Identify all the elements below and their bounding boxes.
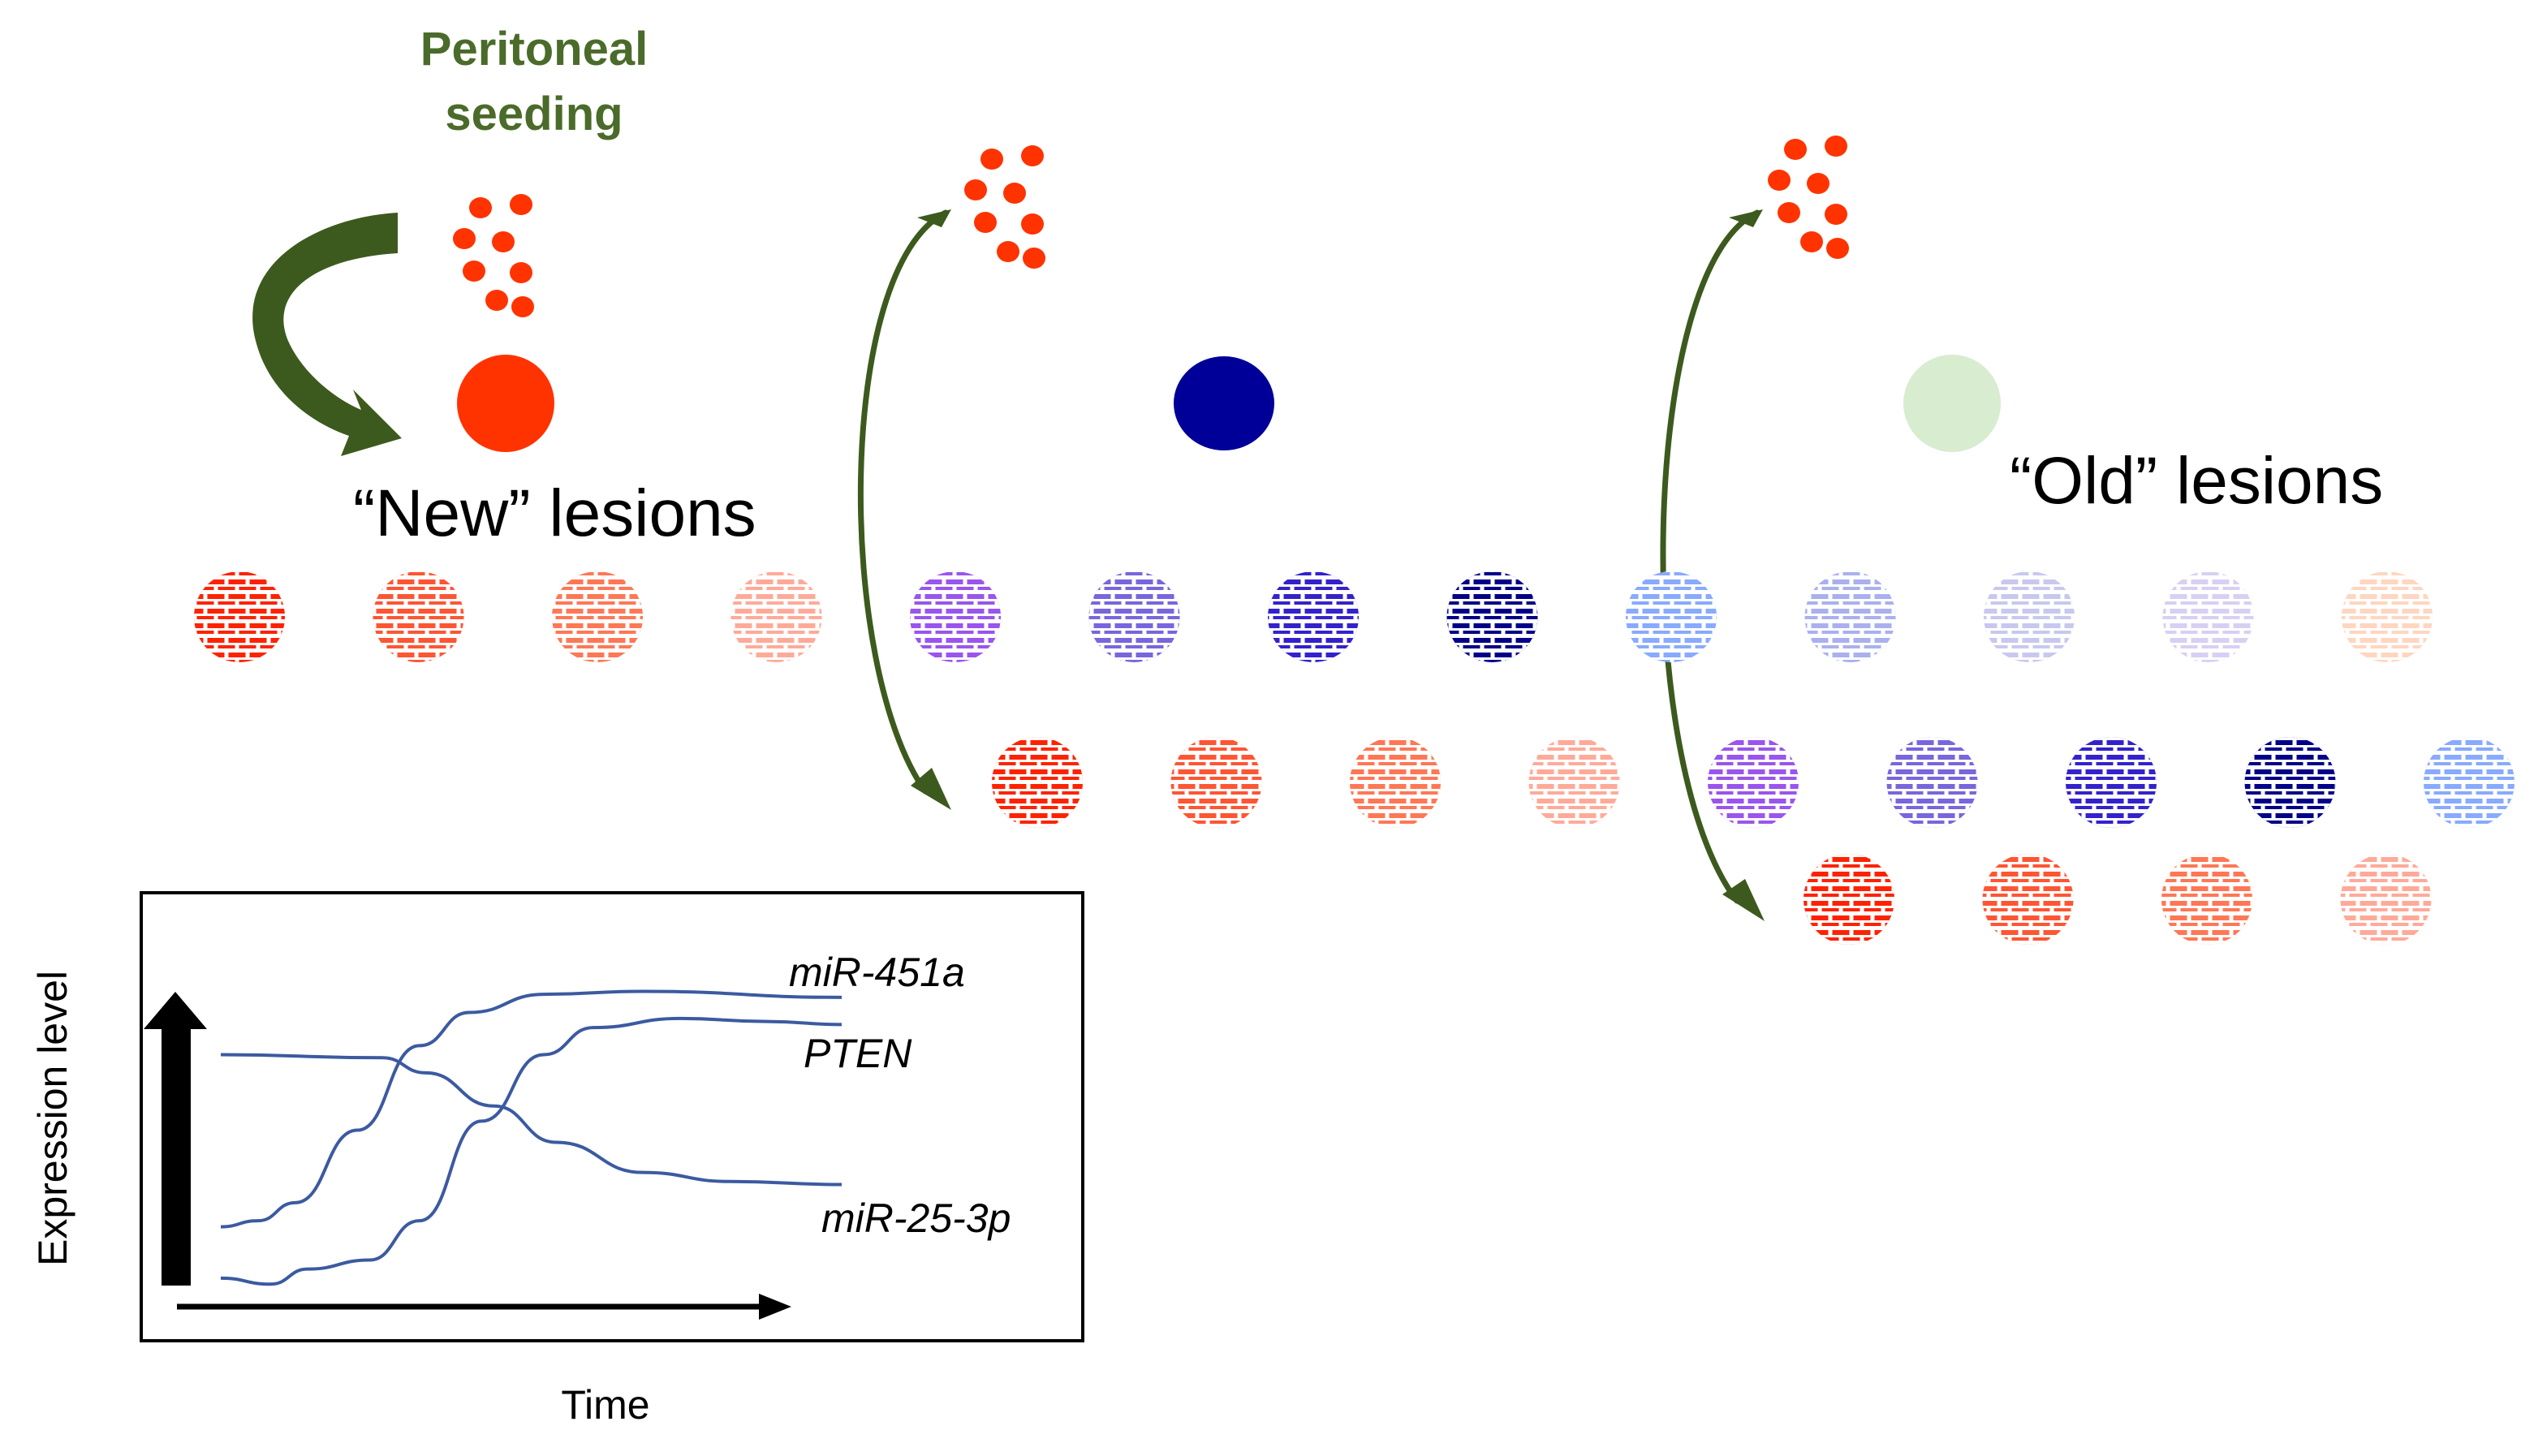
seed-dot bbox=[1021, 213, 1044, 235]
lesion-brick bbox=[1446, 571, 1538, 662]
seed-dot bbox=[469, 197, 492, 218]
seed-dot bbox=[1825, 204, 1847, 225]
lesion-brick bbox=[2066, 737, 2157, 828]
seed-dot bbox=[511, 296, 534, 317]
seeding-arrow-2-base bbox=[917, 209, 951, 227]
lesion-brick bbox=[2162, 571, 2254, 662]
lesion-brick bbox=[1984, 571, 2075, 662]
seed-cluster-1 bbox=[453, 194, 534, 317]
lesion-brick bbox=[730, 571, 822, 662]
lesion-brick bbox=[1088, 571, 1180, 662]
lesion-brick bbox=[1804, 854, 1894, 945]
lesion-brick bbox=[1886, 737, 1978, 828]
seed-dot bbox=[1778, 202, 1800, 223]
old-lesions-label: “Old” lesions bbox=[2010, 444, 2383, 518]
old-lesion-marker bbox=[1903, 355, 2001, 452]
seed-dot bbox=[1807, 173, 1829, 194]
seed-dot bbox=[463, 261, 485, 282]
series-line-0 bbox=[220, 989, 843, 1229]
seed-dot bbox=[485, 290, 508, 311]
lesion-brick bbox=[1528, 737, 1620, 828]
seeding-arrow-3-base bbox=[1729, 209, 1763, 227]
lesion-brick bbox=[194, 571, 285, 662]
chart-series-group bbox=[220, 989, 843, 1286]
seeding-arrow-2-tip bbox=[911, 768, 951, 810]
lesion-brick bbox=[373, 571, 464, 662]
lesion-brick bbox=[992, 737, 1083, 828]
seeding-arrow-3-tip bbox=[1722, 879, 1765, 921]
seed-dot bbox=[1021, 145, 1044, 166]
seed-dot bbox=[980, 149, 1003, 170]
lesion-brick bbox=[2340, 854, 2432, 945]
seed-dot bbox=[1003, 183, 1026, 204]
lesion-brick bbox=[1804, 571, 1896, 662]
x-axis-label: Time bbox=[561, 1382, 649, 1428]
seed-dot bbox=[997, 241, 1019, 262]
mid-lesion-marker bbox=[1174, 356, 1274, 450]
seeding-arrow-main bbox=[252, 213, 402, 456]
new-lesions-label: “New” lesions bbox=[353, 476, 756, 550]
seed-dot bbox=[1825, 136, 1847, 157]
lesion-brick bbox=[2424, 737, 2515, 828]
seed-dot bbox=[1826, 238, 1849, 259]
lesion-brick bbox=[1268, 571, 1359, 662]
seeding-title-line-1: Peritoneal bbox=[420, 23, 648, 75]
lesion-brick bbox=[2244, 737, 2336, 828]
seeding-arrow-3 bbox=[1660, 209, 1760, 904]
series-label-pten: PTEN bbox=[804, 1031, 912, 1076]
x-axis-arrowhead bbox=[759, 1294, 791, 1320]
y-axis-label: Expression level bbox=[30, 971, 75, 1266]
series-line-1 bbox=[220, 1016, 843, 1286]
lesion-brick bbox=[1708, 737, 1799, 828]
lesion-brick bbox=[2161, 854, 2252, 945]
y-axis-arrow bbox=[144, 992, 207, 1286]
lesion-row-2 bbox=[992, 737, 2515, 828]
seed-dot bbox=[510, 194, 532, 215]
series-label-mir25-3p: miR-25-3p bbox=[821, 1195, 1011, 1241]
seed-dot bbox=[1800, 231, 1823, 252]
lesion-brick bbox=[1982, 854, 2074, 945]
seed-dot bbox=[1768, 170, 1791, 191]
lesion-brick bbox=[1170, 737, 1262, 828]
lesion-row-1 bbox=[194, 571, 2433, 662]
seed-dot bbox=[974, 212, 997, 233]
series-line-2 bbox=[220, 1053, 843, 1187]
series-label-mir451a: miR-451a bbox=[789, 950, 965, 995]
lesion-brick bbox=[2342, 571, 2433, 662]
lesion-brick bbox=[910, 571, 1001, 662]
lesion-row-3 bbox=[1804, 854, 2432, 945]
seed-cluster-2 bbox=[964, 145, 1045, 269]
lesion-brick bbox=[1626, 571, 1717, 662]
seed-dot bbox=[1784, 139, 1807, 160]
seed-dot bbox=[453, 228, 476, 249]
seed-dot bbox=[1023, 248, 1045, 269]
seed-cluster-3 bbox=[1768, 136, 1849, 259]
chart-frame bbox=[140, 891, 1084, 1342]
seeding-arrow-2 bbox=[857, 209, 949, 795]
seed-dot bbox=[492, 231, 515, 252]
seed-dot bbox=[510, 262, 532, 283]
lesion-brick bbox=[552, 571, 643, 662]
new-lesion-marker bbox=[457, 355, 554, 452]
seed-dot bbox=[964, 179, 987, 200]
seeding-title-line-2: seeding bbox=[445, 88, 623, 140]
lesion-brick bbox=[1350, 737, 1441, 828]
